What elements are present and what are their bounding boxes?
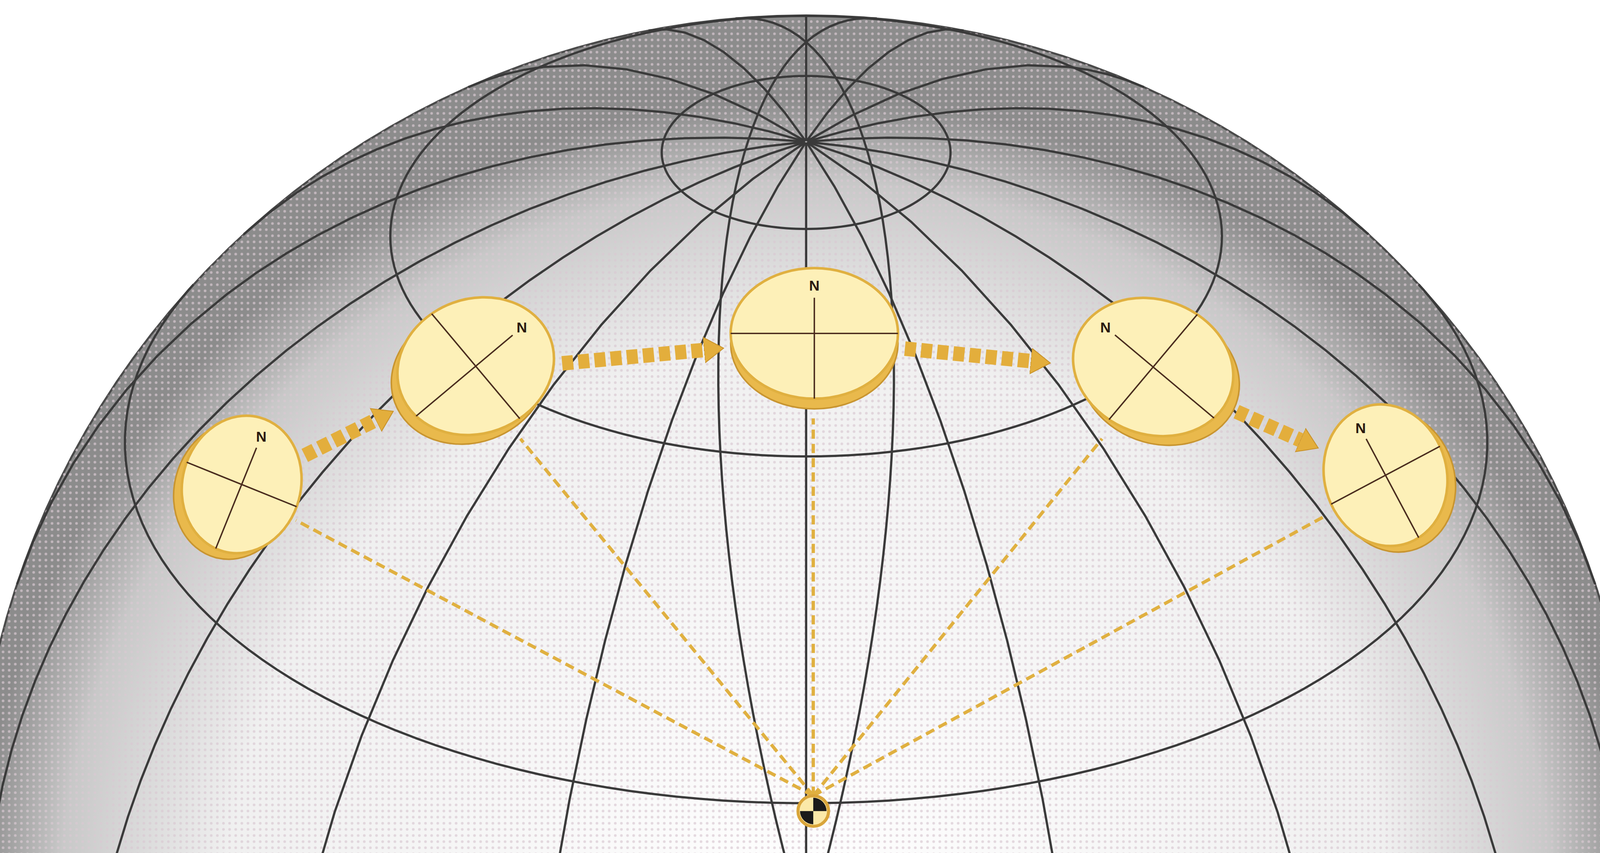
disc-shape [1053, 293, 1245, 452]
disc-shape [1316, 397, 1461, 561]
compass-disc: N [1053, 293, 1245, 452]
compass-disc: N [385, 292, 560, 451]
globe-texture [0, 15, 1600, 853]
grid-line [0, 142, 805, 853]
cross-line [1021, 210, 1285, 524]
cross-line [1205, 379, 1566, 572]
grid-line [806, 142, 1091, 853]
movement-arrow [1236, 411, 1301, 441]
disc-shape [385, 292, 560, 451]
sight-lines [295, 418, 1327, 796]
cross-line [1115, 335, 1310, 499]
globe-body [0, 15, 1600, 853]
movement-arrow [304, 420, 376, 456]
movement-arrow [562, 350, 705, 364]
grid-line [0, 846, 1600, 853]
grid-line [85, 142, 805, 853]
grid-line [807, 137, 1596, 585]
grid-line [243, 108, 805, 235]
north-label: N [254, 429, 269, 445]
cross-line [1366, 439, 1482, 656]
observer-marker [797, 796, 829, 827]
observer-disc [797, 796, 829, 827]
sight-line [520, 438, 814, 797]
north-label: N [1353, 420, 1368, 436]
grid-line [521, 142, 806, 853]
grid-line [718, 17, 1265, 853]
sight-line [813, 515, 1327, 796]
grid-line [805, 15, 808, 141]
cross-line [344, 210, 608, 523]
cross-line [610, 332, 1019, 335]
grid-line [807, 142, 1600, 853]
compass-disc: N [1316, 397, 1461, 561]
grid-line [805, 142, 808, 853]
grid-line [661, 75, 951, 230]
sight-line [295, 520, 814, 796]
grid-line [347, 17, 894, 853]
north-label: N [1098, 319, 1113, 336]
compass-disc: N [168, 413, 308, 565]
cross-line [319, 335, 513, 498]
globe-sphere [0, 15, 1600, 853]
movement-arrow [905, 348, 1031, 362]
sight-line [811, 418, 815, 796]
cross-line [165, 447, 257, 674]
disc-shape [168, 413, 308, 565]
north-label: N [514, 319, 529, 336]
compass-disc: N [726, 262, 903, 418]
cross-line [52, 408, 431, 561]
observer-quadrant [813, 798, 827, 812]
north-label: N [807, 277, 822, 294]
sight-line [813, 438, 1102, 797]
grid-line [807, 108, 1369, 235]
grid-line [17, 137, 805, 585]
globe-grid [0, 15, 1600, 853]
observer-quadrant [800, 811, 814, 825]
